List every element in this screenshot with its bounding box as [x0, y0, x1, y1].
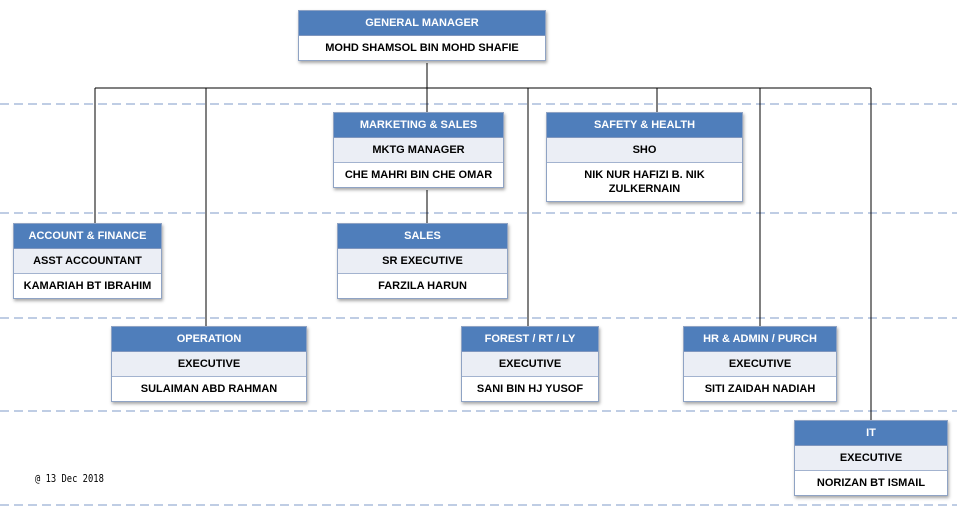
org-box-general-manager: GENERAL MANAGER MOHD SHAMSOL BIN MOHD SH… — [298, 10, 546, 61]
org-box-it: IT EXECUTIVE NORIZAN BT ISMAIL — [794, 420, 948, 496]
box-role: SHO — [547, 138, 742, 163]
box-person-name: SULAIMAN ABD RAHMAN — [112, 377, 306, 401]
box-title: SAFETY & HEALTH — [547, 113, 742, 138]
box-person-name: CHE MAHRI BIN CHE OMAR — [334, 163, 503, 187]
box-title: ACCOUNT & FINANCE — [14, 224, 161, 249]
box-person-name: NIK NUR HAFIZI B. NIK ZULKERNAIN — [547, 163, 742, 201]
org-box-hr-admin: HR & ADMIN / PURCH EXECUTIVE SITI ZAIDAH… — [683, 326, 837, 402]
box-person-name: KAMARIAH BT IBRAHIM — [14, 274, 161, 298]
box-title: GENERAL MANAGER — [299, 11, 545, 36]
date-stamp: @ 13 Dec 2018 — [35, 472, 104, 485]
org-box-operation: OPERATION EXECUTIVE SULAIMAN ABD RAHMAN — [111, 326, 307, 402]
box-role: MKTG MANAGER — [334, 138, 503, 163]
box-role: ASST ACCOUNTANT — [14, 249, 161, 274]
box-role: EXECUTIVE — [112, 352, 306, 377]
box-person-name: FARZILA HARUN — [338, 274, 507, 298]
box-person-name: MOHD SHAMSOL BIN MOHD SHAFIE — [299, 36, 545, 60]
box-title: SALES — [338, 224, 507, 249]
box-title: IT — [795, 421, 947, 446]
org-box-account-finance: ACCOUNT & FINANCE ASST ACCOUNTANT KAMARI… — [13, 223, 162, 299]
level-dividers — [0, 103, 957, 506]
box-role: EXECUTIVE — [795, 446, 947, 471]
box-title: MARKETING & SALES — [334, 113, 503, 138]
box-role: EXECUTIVE — [684, 352, 836, 377]
box-title: HR & ADMIN / PURCH — [684, 327, 836, 352]
box-person-name: NORIZAN BT ISMAIL — [795, 471, 947, 495]
org-box-forest: FOREST / RT / LY EXECUTIVE SANI BIN HJ Y… — [461, 326, 599, 402]
box-role: EXECUTIVE — [462, 352, 598, 377]
box-title: FOREST / RT / LY — [462, 327, 598, 352]
org-box-marketing-sales: MARKETING & SALES MKTG MANAGER CHE MAHRI… — [333, 112, 504, 188]
box-title: OPERATION — [112, 327, 306, 352]
box-person-name: SITI ZAIDAH NADIAH — [684, 377, 836, 401]
org-box-safety-health: SAFETY & HEALTH SHO NIK NUR HAFIZI B. NI… — [546, 112, 743, 202]
org-box-sales: SALES SR EXECUTIVE FARZILA HARUN — [337, 223, 508, 299]
box-role: SR EXECUTIVE — [338, 249, 507, 274]
box-person-name: SANI BIN HJ YUSOF — [462, 377, 598, 401]
